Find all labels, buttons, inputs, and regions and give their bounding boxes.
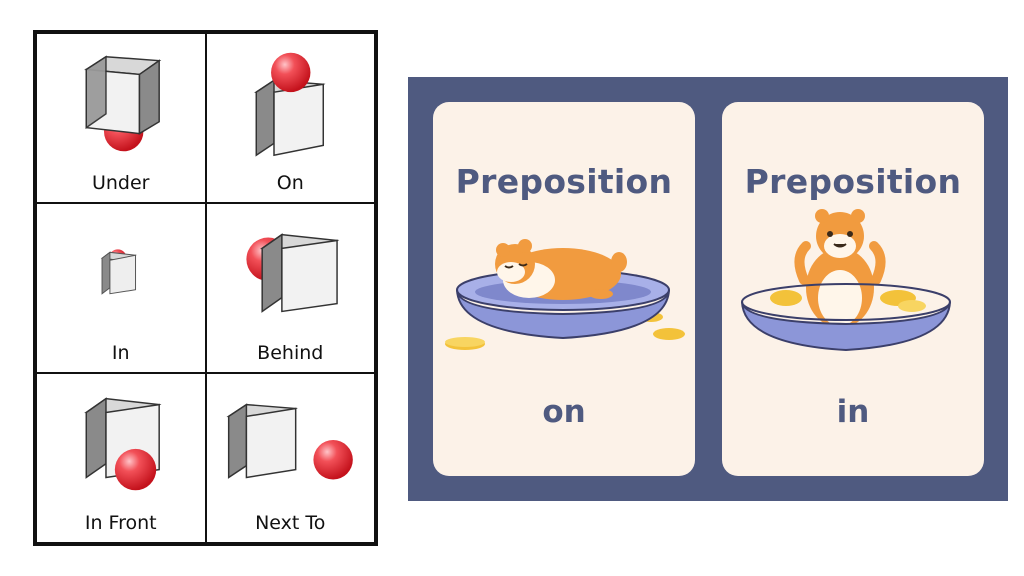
behind-illustration (245, 233, 339, 313)
label-in: In (111, 342, 130, 364)
card-word: on (542, 394, 586, 430)
preposition-grid: Under On In (33, 30, 378, 546)
pet-bowl-icon (741, 283, 951, 352)
cell-under: Under (36, 33, 206, 203)
cell-behind: Behind (205, 203, 375, 373)
ball-icon (114, 448, 157, 491)
cube-icon (259, 233, 339, 313)
cube-icon (225, 403, 298, 479)
card-title: Preposition (744, 162, 962, 201)
cell-on: On (205, 33, 375, 203)
coin-icon (445, 337, 485, 350)
label-behind: Behind (257, 342, 324, 364)
label-on: On (276, 172, 304, 194)
next-to-illustration (225, 403, 353, 480)
cube-icon (100, 251, 137, 295)
card-title: Preposition (455, 162, 673, 201)
in-illustration (100, 249, 137, 295)
flashcard-in: Preposition (722, 102, 984, 476)
ball-icon (270, 52, 310, 93)
ball-icon (312, 440, 353, 480)
cell-next-to: Next To (205, 373, 375, 543)
flashcard-panel: Preposition (408, 77, 1008, 501)
card-word: in (836, 394, 870, 430)
cube-icon (253, 78, 325, 157)
cube-icon (84, 55, 162, 135)
label-in-front: In Front (84, 512, 157, 534)
cell-in-front: In Front (36, 373, 206, 543)
label-next-to: Next To (255, 512, 326, 534)
hamster-in-bowl-illustration (741, 209, 951, 352)
coin-icon (770, 290, 926, 312)
cell-in: In (36, 203, 206, 373)
hamster-on-bed-illustration (445, 239, 685, 350)
label-under: Under (91, 172, 150, 194)
flashcard-on: Preposition (433, 102, 695, 476)
hamster-icon (495, 239, 627, 300)
in-front-illustration (84, 397, 162, 491)
under-illustration (84, 55, 162, 152)
on-illustration (253, 52, 325, 157)
